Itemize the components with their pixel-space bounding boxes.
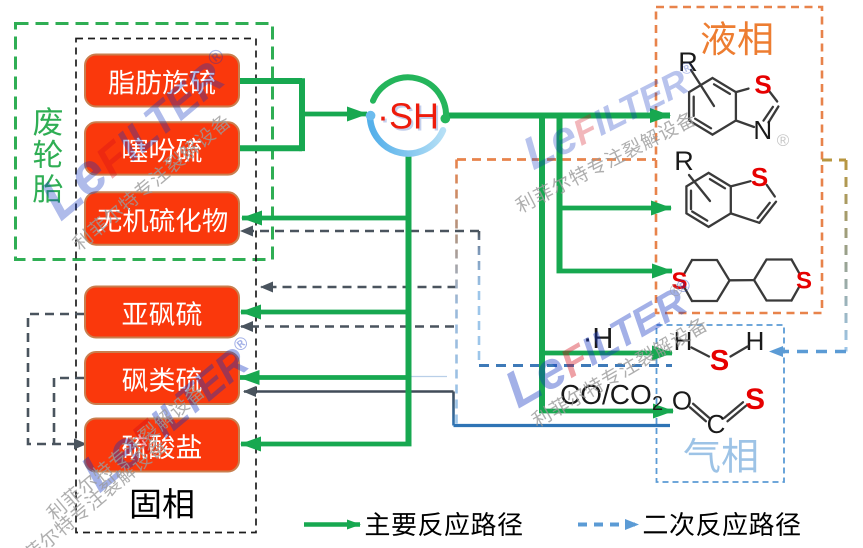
svg-text:S: S [710, 345, 729, 377]
svg-text:·SH: ·SH [379, 98, 441, 139]
svg-text:S: S [751, 162, 768, 192]
svg-text:H: H [746, 326, 765, 356]
svg-text:O: O [672, 386, 692, 416]
svg-text:·H: ·H [583, 323, 614, 355]
svg-text:S: S [745, 383, 765, 416]
svg-text:·SH: ·SH [377, 96, 439, 137]
svg-text:N: N [753, 115, 772, 145]
svg-text:2: 2 [652, 393, 663, 415]
svg-text:®: ® [777, 131, 790, 150]
svg-text:S: S [671, 268, 687, 295]
svg-text:R: R [674, 146, 694, 176]
svg-text:S: S [754, 70, 771, 100]
svg-text:®: ® [670, 281, 683, 300]
svg-text:S: S [796, 268, 812, 295]
svg-text:R: R [678, 47, 698, 77]
svg-text:C: C [707, 409, 726, 439]
